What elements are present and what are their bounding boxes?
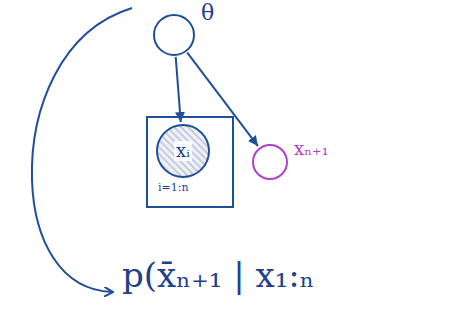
parameter-node: θ bbox=[153, 14, 195, 56]
node-label: θ bbox=[201, 2, 214, 24]
edge-arrow bbox=[176, 57, 181, 122]
node-label: xₙ₊₁ bbox=[294, 140, 329, 158]
formula-label: p(x̄ₙ₊₁ | x₁:ₙ bbox=[122, 258, 315, 292]
node-label: xᵢ bbox=[174, 141, 192, 161]
predicted-node: xₙ₊₁ bbox=[252, 144, 288, 180]
plate-box: i=1:n xᵢ bbox=[146, 116, 234, 208]
observed-node: xᵢ bbox=[156, 124, 210, 178]
node-label: i=1:n bbox=[158, 182, 189, 193]
